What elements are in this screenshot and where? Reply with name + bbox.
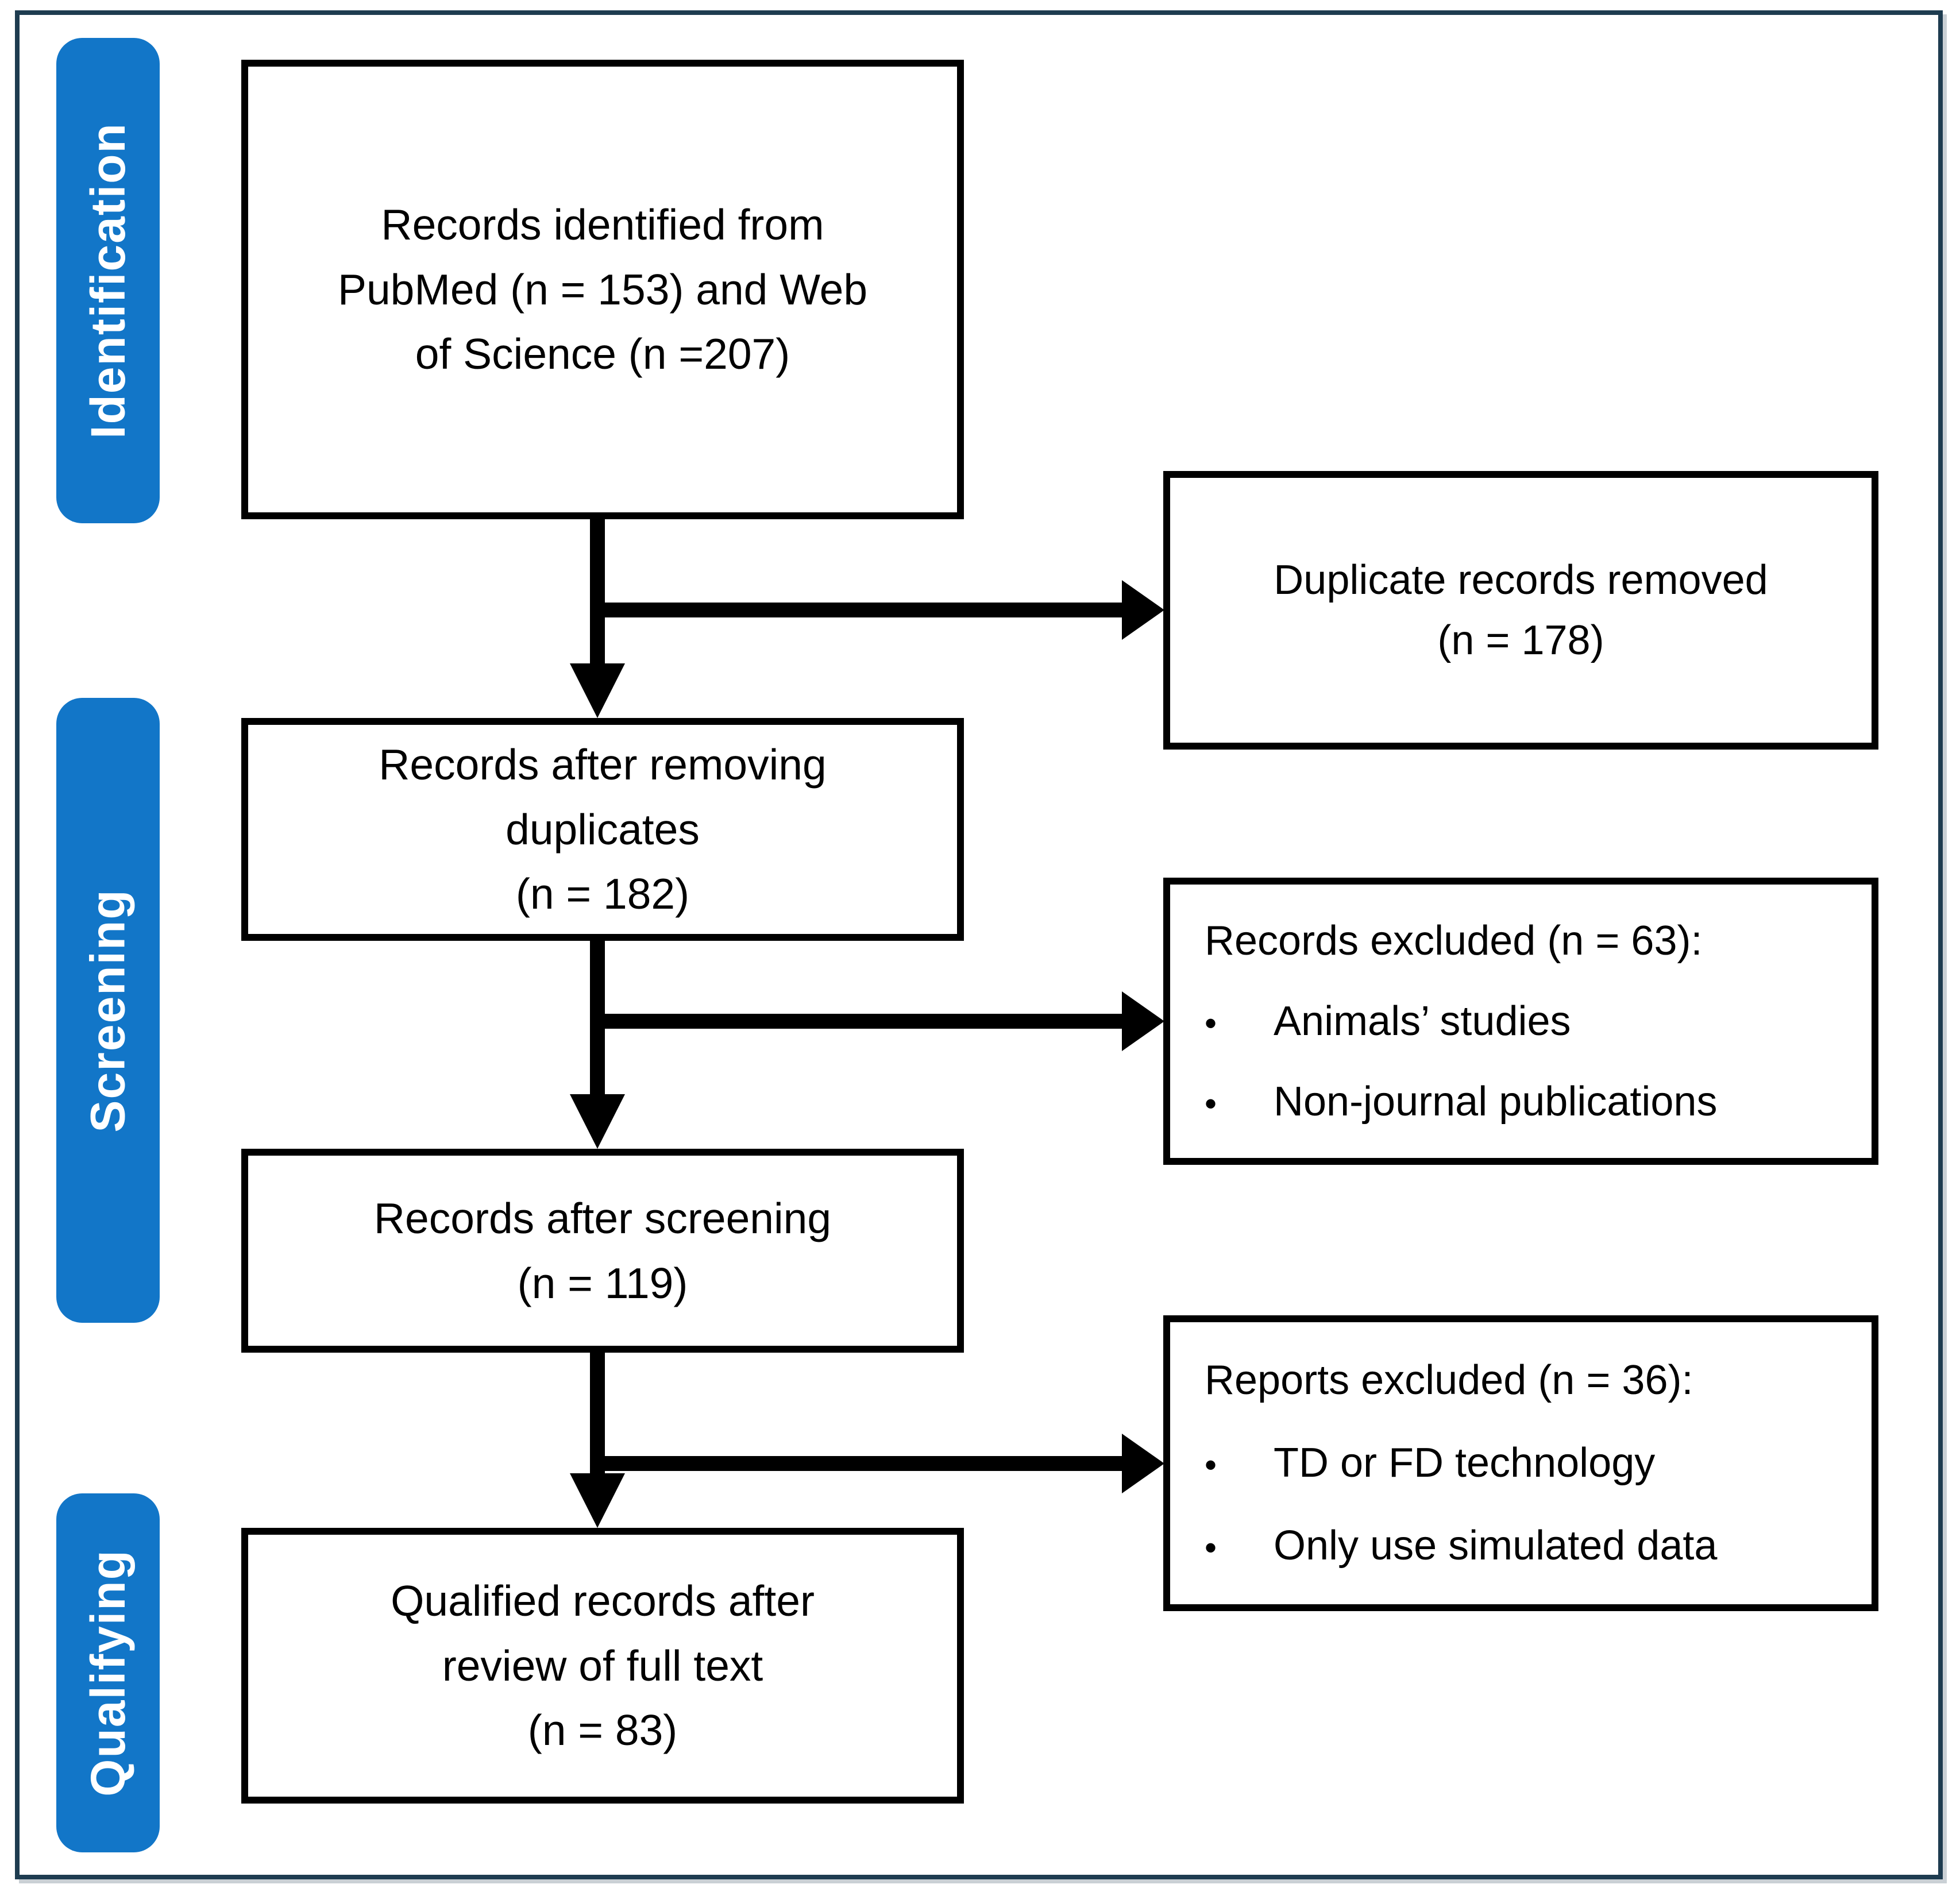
arrow-branch-to-duplicates-removed <box>590 603 1122 617</box>
arrowhead-right-icon <box>1122 580 1164 640</box>
arrow-stem-identified-to-duplicates <box>590 516 605 665</box>
list-item-text: Only use simulated data <box>1274 1523 1718 1569</box>
arrowhead-down-icon <box>570 663 625 718</box>
arrowhead-down-icon <box>570 1094 625 1149</box>
arrow-branch-to-records-excluded <box>590 1014 1122 1029</box>
stage-label-identification: Identification <box>56 38 160 523</box>
side-box-records-excluded: Records excluded (n = 63): • Animals’ st… <box>1163 878 1878 1165</box>
list-item: • TD or FD technology <box>1205 1433 1849 1493</box>
arrowhead-right-icon <box>1122 991 1164 1051</box>
bullet-icon: • <box>1205 1446 1217 1485</box>
flow-box-records-identified: Records identified from PubMed (n = 153)… <box>241 60 964 519</box>
diagram-frame <box>15 10 1943 1879</box>
arrow-stem-screening-to-qualified <box>590 1349 605 1475</box>
bullet-icon: • <box>1205 1084 1217 1123</box>
flow-box-after-removing-duplicates: Records after removing duplicates (n = 1… <box>241 718 964 941</box>
side-box-reports-excluded: Reports excluded (n = 36): • TD or FD te… <box>1163 1315 1878 1611</box>
list-item-text: TD or FD technology <box>1274 1440 1656 1486</box>
stage-label-text: Identification <box>80 122 135 439</box>
arrowhead-right-icon <box>1122 1434 1164 1493</box>
side-box-duplicates-removed: Duplicate records removed (n = 178) <box>1163 471 1878 750</box>
stage-label-screening: Screening <box>56 698 160 1323</box>
list-item: • Only use simulated data <box>1205 1516 1849 1576</box>
list-item-text: Animals’ studies <box>1274 998 1571 1044</box>
list-item: • Non-journal publications <box>1205 1072 1849 1132</box>
stage-label-qualifying: Qualifying <box>56 1493 160 1852</box>
side-box-title: Reports excluded (n = 36): <box>1205 1357 1693 1404</box>
flow-box-after-screening: Records after screening (n = 119) <box>241 1149 964 1353</box>
side-box-title: Records excluded (n = 63): <box>1205 917 1703 964</box>
stage-label-text: Qualifying <box>80 1549 135 1797</box>
stage-label-text: Screening <box>80 888 135 1133</box>
arrow-branch-to-reports-excluded <box>590 1456 1122 1471</box>
bullet-icon: • <box>1205 1003 1217 1042</box>
list-item-text: Non-journal publications <box>1274 1078 1718 1125</box>
arrowhead-down-icon <box>570 1473 625 1528</box>
bullet-icon: • <box>1205 1528 1217 1567</box>
list-item: • Animals’ studies <box>1205 991 1849 1051</box>
flow-box-qualified-records: Qualified records after review of full t… <box>241 1528 964 1804</box>
